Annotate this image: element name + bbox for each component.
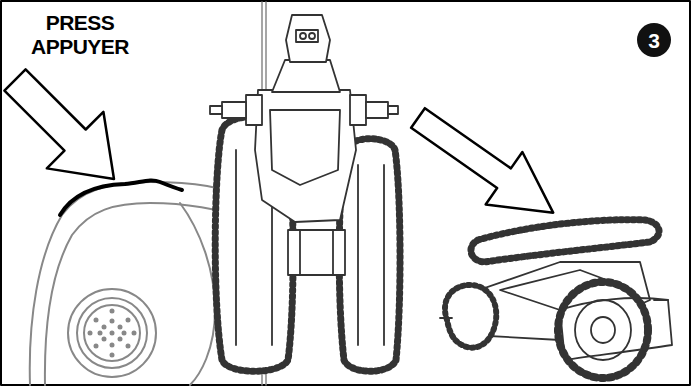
- transform-arrow: [400, 92, 572, 239]
- robot-standing: [210, 15, 400, 371]
- robot-tank: [440, 220, 672, 378]
- button-highlight: [60, 180, 182, 215]
- press-arrow: [0, 52, 142, 208]
- speaker-grille: [88, 309, 137, 358]
- step-number: 3: [648, 30, 660, 51]
- instruction-label: PRESS: [46, 12, 115, 33]
- step-number-badge: 3: [637, 23, 671, 57]
- instruction-label: APPUYER: [31, 36, 129, 57]
